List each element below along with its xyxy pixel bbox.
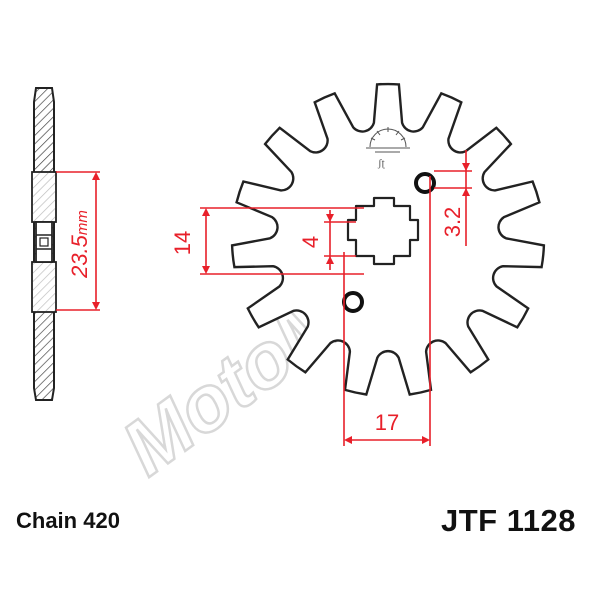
dimension-14-label: 14 <box>170 231 195 255</box>
part-number: JTF 1128 <box>441 503 576 538</box>
chain-label: Chain 420 <box>16 508 120 533</box>
dimension-3-2 <box>434 150 472 246</box>
bolt-hole-lower <box>342 291 364 313</box>
side-profile <box>31 87 57 401</box>
thickness-dimension <box>56 171 100 311</box>
dimension-4 <box>324 210 356 270</box>
spline-bore <box>346 196 420 266</box>
dimension-14 <box>200 207 364 275</box>
bolt-hole-upper <box>414 172 436 194</box>
dimension-17-label: 17 <box>375 410 399 435</box>
dimension-17 <box>343 176 431 446</box>
jt-logo-icon: ʃʈ <box>366 127 410 169</box>
thickness-label: 23.5mm <box>67 210 92 279</box>
dimension-4-label: 4 <box>298 236 323 248</box>
svg-text:ʃʈ: ʃʈ <box>377 157 386 169</box>
dimension-3-2-label: 3.2 <box>440 207 465 238</box>
